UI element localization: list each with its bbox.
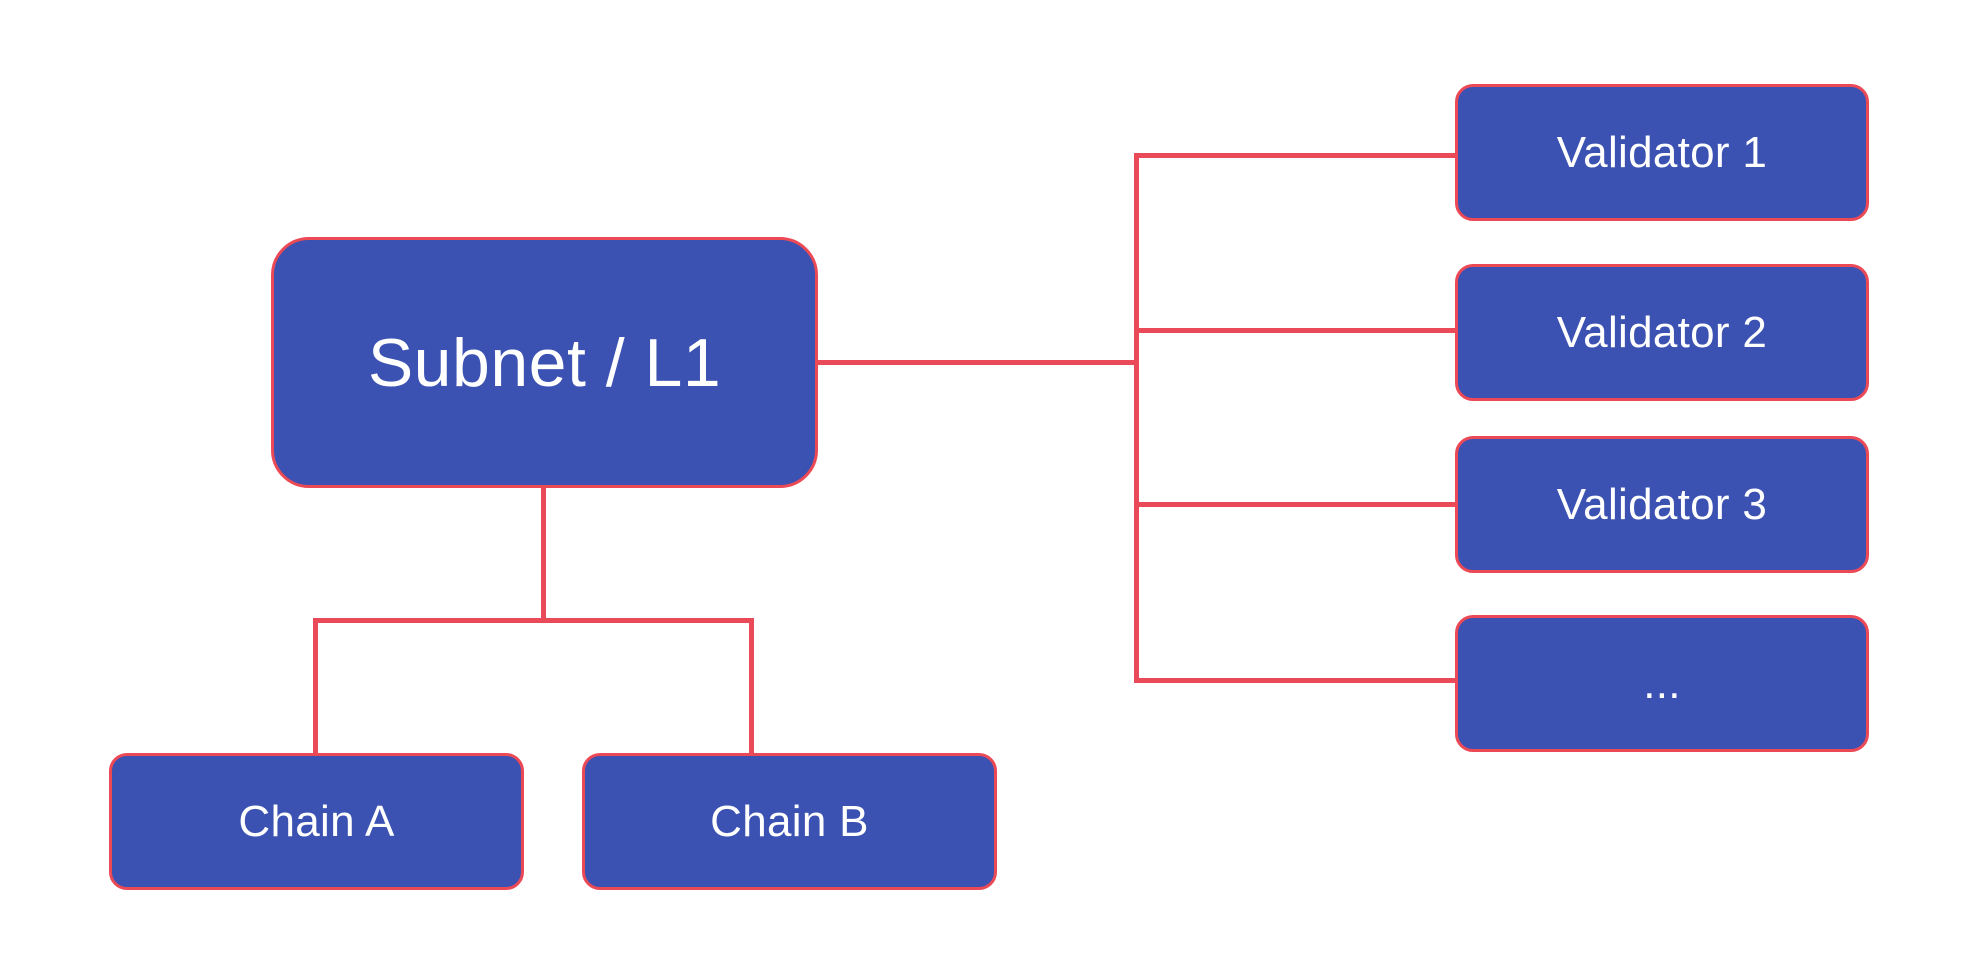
node-chain-a-label: Chain A: [238, 796, 395, 846]
connector-branch-validator-2: [1136, 328, 1455, 333]
connector-branch-validator-1: [1136, 153, 1455, 158]
node-subnet-l1: Subnet / L1: [271, 237, 818, 488]
node-validator-2-label: Validator 2: [1556, 307, 1768, 357]
node-validator-3-label: Validator 3: [1556, 479, 1768, 529]
connector-branch-validator-more: [1136, 678, 1455, 683]
node-chain-b: Chain B: [582, 753, 997, 890]
connector-chain-crossbar: [313, 618, 754, 623]
node-validator-more: ...: [1455, 615, 1869, 752]
node-validator-2: Validator 2: [1455, 264, 1869, 401]
connector-subnet-to-chains: [541, 488, 546, 622]
node-validator-1-label: Validator 1: [1556, 127, 1768, 177]
node-chain-b-label: Chain B: [710, 796, 869, 846]
node-chain-a: Chain A: [109, 753, 524, 890]
connector-branch-validator-3: [1136, 502, 1455, 507]
connector-subnet-to-trunk: [818, 360, 1136, 365]
node-validator-more-label: ...: [1643, 658, 1681, 708]
node-subnet-l1-label: Subnet / L1: [367, 324, 722, 401]
connector-validator-trunk: [1134, 153, 1139, 683]
connector-drop-chain-b: [749, 618, 754, 753]
connector-drop-chain-a: [313, 618, 318, 753]
node-validator-1: Validator 1: [1455, 84, 1869, 221]
node-validator-3: Validator 3: [1455, 436, 1869, 573]
